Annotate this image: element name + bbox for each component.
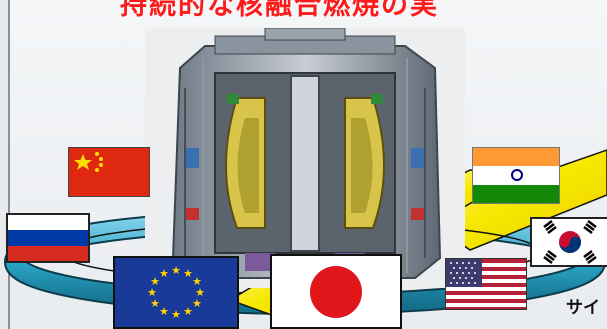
slide-caption: サイ: [566, 298, 600, 318]
eu-stars-icon: ★ ★ ★ ★ ★ ★ ★ ★ ★ ★ ★ ★: [147, 264, 205, 321]
svg-text:★: ★: [159, 305, 169, 318]
china-flag: [68, 147, 150, 197]
chakra-icon: [511, 169, 523, 182]
svg-text:★: ★: [150, 297, 160, 310]
korea-flag: [530, 217, 607, 267]
taegeuk-icon: [543, 220, 597, 264]
svg-text:★: ★: [171, 308, 181, 321]
india-flag: [472, 147, 560, 204]
eu-flag: ★ ★ ★ ★ ★ ★ ★ ★ ★ ★ ★ ★: [113, 256, 239, 329]
svg-text:★: ★: [147, 286, 157, 299]
slide-headline: 持続的な核融合燃焼の実: [120, 0, 439, 21]
russia-flag: [6, 213, 90, 263]
svg-text:★: ★: [171, 264, 181, 277]
svg-text:★: ★: [183, 305, 193, 318]
japan-flag: [270, 254, 402, 329]
svg-text:★: ★: [150, 275, 160, 288]
svg-text:★: ★: [192, 297, 202, 310]
china-flag-stars: [74, 152, 103, 172]
usa-stripes-icon: [446, 259, 526, 309]
tokamak-illustration: [145, 28, 465, 288]
hinomaru-icon: [310, 266, 362, 318]
svg-text:★: ★: [192, 275, 202, 288]
svg-text:★: ★: [195, 286, 205, 299]
svg-text:★: ★: [183, 267, 193, 280]
svg-text:★: ★: [159, 267, 169, 280]
usa-flag: [445, 258, 527, 310]
